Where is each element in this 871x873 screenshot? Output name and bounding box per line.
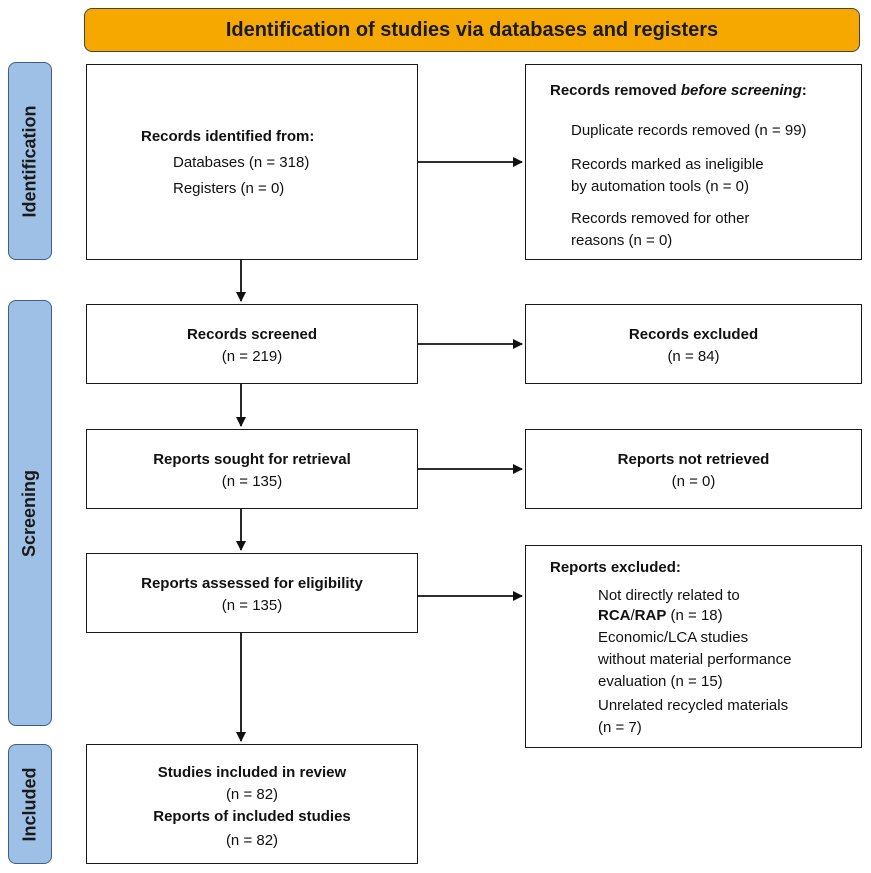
records-excluded-box: Records excluded (n = 84) — [525, 304, 862, 384]
records-excluded-count: (n = 84) — [667, 348, 720, 365]
records-removed-title: Records removed before screening: — [550, 82, 807, 99]
phase-identification: Identification — [8, 62, 52, 260]
studies-included-count: (n = 82) — [225, 786, 279, 803]
header-title: Identification of studies via databases … — [225, 18, 719, 41]
reports-included-count: (n = 82) — [225, 832, 279, 849]
reports-sought-title: Reports sought for retrieval — [153, 451, 351, 468]
records-identified-title: Records identified from: — [141, 128, 315, 145]
records-removed-ineligible-line2: by automation tools (n = 0) — [571, 178, 750, 195]
reports-excluded-r2-line3: evaluation (n = 15) — [598, 673, 723, 690]
reports-not-retrieved-box: Reports not retrieved (n = 0) — [525, 429, 862, 509]
records-removed-other-line2: reasons (n = 0) — [571, 232, 673, 249]
reports-assessed-title: Reports assessed for eligibility — [141, 575, 363, 592]
reports-excluded-title: Reports excluded: — [550, 559, 681, 576]
reports-excluded-r3-line2: (n = 7) — [598, 719, 642, 736]
records-removed-other-line1: Records removed for other — [571, 210, 750, 227]
records-identified-databases: Databases (n = 318) — [173, 154, 310, 171]
records-excluded-title: Records excluded — [628, 326, 759, 343]
records-screened-count: (n = 219) — [221, 348, 283, 365]
records-removed-box: Records removed before screening: Duplic… — [525, 64, 862, 260]
phase-screening: Screening — [8, 300, 52, 726]
records-identified-box: Records identified from: Databases (n = … — [86, 64, 418, 260]
reports-excluded-box: Reports excluded: Not directly related t… — [525, 545, 862, 748]
records-removed-duplicates: Duplicate records removed (n = 99) — [571, 122, 807, 139]
records-identified-registers: Registers (n = 0) — [173, 180, 285, 197]
reports-sought-count: (n = 135) — [221, 473, 283, 490]
reports-assessed-count: (n = 135) — [221, 597, 283, 614]
reports-excluded-r1-line1: Not directly related to — [598, 587, 740, 604]
records-screened-box: Records screened (n = 219) — [86, 304, 418, 384]
studies-included-title: Studies included in review — [157, 764, 347, 781]
records-screened-title: Records screened — [186, 326, 318, 343]
reports-sought-box: Reports sought for retrieval (n = 135) — [86, 429, 418, 509]
phase-included: Included — [8, 744, 52, 864]
reports-assessed-box: Reports assessed for eligibility (n = 13… — [86, 553, 418, 633]
reports-excluded-r2-line2: without material performance — [598, 651, 792, 668]
reports-not-retrieved-count: (n = 0) — [671, 473, 716, 490]
reports-excluded-r2-line1: Economic/LCA studies — [598, 629, 749, 646]
reports-not-retrieved-title: Reports not retrieved — [617, 451, 770, 468]
reports-excluded-r3-line1: Unrelated recycled materials — [598, 697, 789, 714]
reports-included-title: Reports of included studies — [153, 808, 351, 825]
records-removed-ineligible-line1: Records marked as ineligible — [571, 156, 764, 173]
reports-excluded-r1-line2: RCA/RAP (n = 18) — [598, 607, 723, 624]
studies-included-box: Studies included in review (n = 82) Repo… — [86, 744, 418, 864]
diagram-header: Identification of studies via databases … — [84, 8, 860, 52]
